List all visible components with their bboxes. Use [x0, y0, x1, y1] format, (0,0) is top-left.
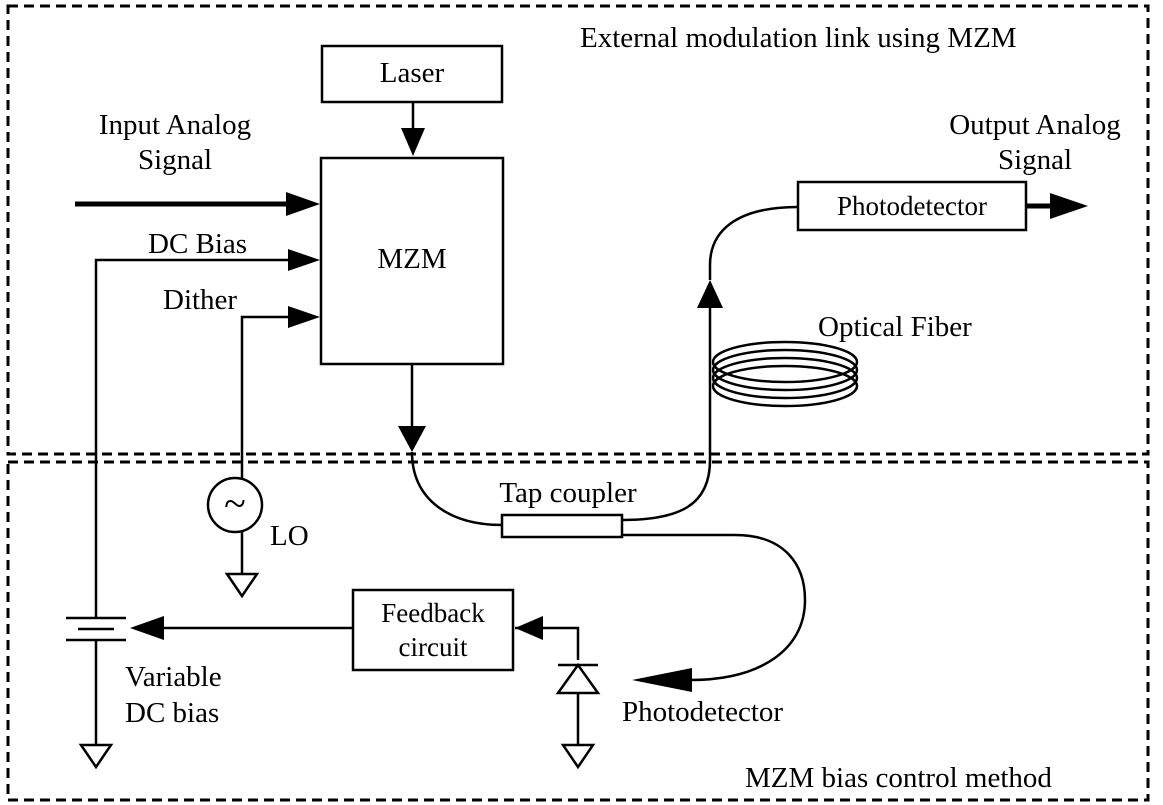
output-signal-arrow	[1050, 193, 1088, 219]
photodetector-out-block	[796, 180, 1028, 232]
lo-label: LO	[270, 520, 309, 552]
lo-source-symbol: ~	[224, 481, 246, 526]
input-signal-label-line1: Input Analog	[99, 109, 251, 141]
tap-to-photodetector-fiber	[622, 533, 807, 682]
mzm-label: MZM	[377, 243, 446, 275]
laser-block	[320, 44, 504, 104]
tap-to-photodetector-arrow	[632, 668, 692, 692]
mzm-block	[319, 156, 505, 366]
lo-ground-icon	[224, 572, 260, 599]
photodiode-icon	[555, 662, 601, 695]
input-signal-arrow	[286, 192, 320, 216]
fiber-coil-loop-1	[711, 340, 859, 384]
dither-arrow	[288, 306, 320, 328]
lo-source-circle	[206, 476, 264, 534]
bias-control-region	[6, 460, 1150, 802]
optical-fiber-label: Optical Fiber	[818, 311, 972, 343]
variable-dc-bias-label-line1: Variable	[125, 661, 222, 693]
fiber-to-optical-link	[621, 305, 712, 522]
photodiode-to-feedback-arrow	[515, 616, 543, 640]
feedback-circuit-block	[351, 588, 515, 672]
dither-label: Dither	[163, 284, 237, 316]
dc-bias-label: DC Bias	[148, 228, 247, 260]
photodetector-out-label: Photodetector	[837, 191, 987, 221]
photodetector-bottom-label: Photodetector	[622, 696, 783, 728]
fiber-coil-loop-4	[711, 364, 859, 408]
output-signal-label-line1: Output Analog	[949, 109, 1121, 141]
laser-label: Laser	[380, 57, 445, 89]
laser-to-mzm-arrow	[401, 128, 425, 156]
dc-bias-line	[94, 258, 290, 618]
fiber-coil-loop-3	[711, 356, 859, 400]
external-link-region	[6, 4, 1150, 456]
bottom-region-title: MZM bias control method	[745, 762, 1052, 794]
battery-ground-icon	[78, 743, 114, 770]
feedback-label-line1: Feedback	[381, 598, 485, 628]
mzm-output-arrow	[398, 426, 426, 452]
fiber-to-tap-coupler	[410, 451, 503, 527]
tap-coupler-block	[500, 513, 624, 539]
fiber-up-arrow	[697, 280, 723, 308]
dc-bias-arrow	[288, 249, 320, 271]
input-signal-label-line2: Signal	[138, 144, 212, 176]
tap-coupler-label: Tap coupler	[499, 477, 637, 509]
photodiode-to-feedback-wire	[515, 626, 580, 660]
variable-dc-bias-label-line2: DC bias	[125, 697, 219, 729]
output-signal-label-line2: Signal	[998, 144, 1072, 176]
dither-line	[240, 315, 290, 478]
feedback-to-bias-arrow	[130, 616, 164, 640]
top-region-title: External modulation link using MZM	[580, 22, 1017, 54]
fiber-to-photodetector	[708, 205, 799, 280]
fiber-coil-loop-2	[711, 348, 859, 392]
feedback-label-line2: circuit	[399, 632, 468, 662]
photodiode-ground-icon	[560, 743, 596, 770]
